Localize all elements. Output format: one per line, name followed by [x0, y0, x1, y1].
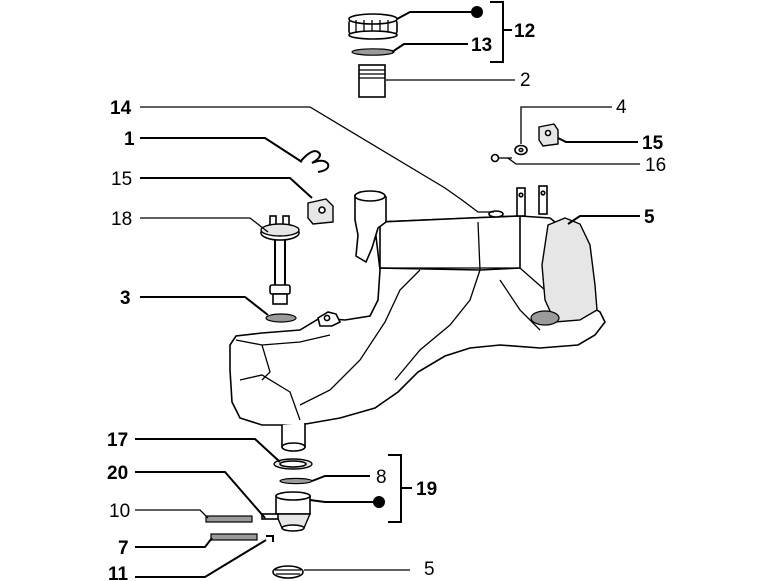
- callout-1: 1: [124, 129, 135, 150]
- reference-dot-12: [471, 6, 483, 18]
- fuel-cap: [348, 13, 398, 40]
- hose-clamp-bottom: [272, 565, 304, 579]
- leader-lines: [135, 1, 640, 578]
- callout-3: 3: [120, 288, 131, 309]
- callout-12: 12: [514, 21, 535, 42]
- fuel-hose-10: [205, 515, 253, 523]
- callout-17: 17: [107, 430, 128, 451]
- cap-gasket: [351, 48, 395, 56]
- fuel-level-sender: [260, 215, 300, 305]
- callout-4: 4: [616, 97, 627, 118]
- reference-dot-19: [373, 496, 385, 508]
- callout-15-left: 15: [111, 169, 132, 190]
- washer: [514, 144, 528, 156]
- callout-7: 7: [118, 538, 129, 559]
- callout-5-right: 5: [644, 207, 655, 228]
- filler-filter: [358, 64, 386, 98]
- callout-8: 8: [376, 467, 387, 488]
- screw: [490, 153, 512, 163]
- callout-10: 10: [109, 501, 130, 522]
- o-ring: [279, 477, 313, 485]
- callout-15-right: 15: [642, 133, 664, 154]
- callout-18: 18: [111, 209, 132, 230]
- fuel-tap: [261, 491, 312, 532]
- hose-clip: [299, 150, 330, 173]
- callout-5-bottom: 5: [424, 559, 435, 580]
- callout-2: 2: [520, 70, 531, 91]
- callout-20: 20: [107, 463, 128, 484]
- small-clip: [266, 535, 274, 542]
- callout-labels: 12 13 2 14 4 1 15 16 15 5 18 3 17 8 19 2…: [107, 21, 666, 581]
- clamp-right: [538, 123, 559, 147]
- callout-13: 13: [471, 35, 492, 56]
- fuel-tank: [229, 185, 606, 452]
- callout-11: 11: [108, 564, 129, 581]
- ring-nut: [273, 458, 313, 470]
- callout-16: 16: [645, 155, 666, 176]
- clamp-left: [307, 198, 334, 225]
- sender-seal: [265, 313, 297, 323]
- callout-19: 19: [416, 479, 437, 500]
- callout-14: 14: [110, 98, 132, 119]
- fuel-hose-7: [210, 533, 258, 541]
